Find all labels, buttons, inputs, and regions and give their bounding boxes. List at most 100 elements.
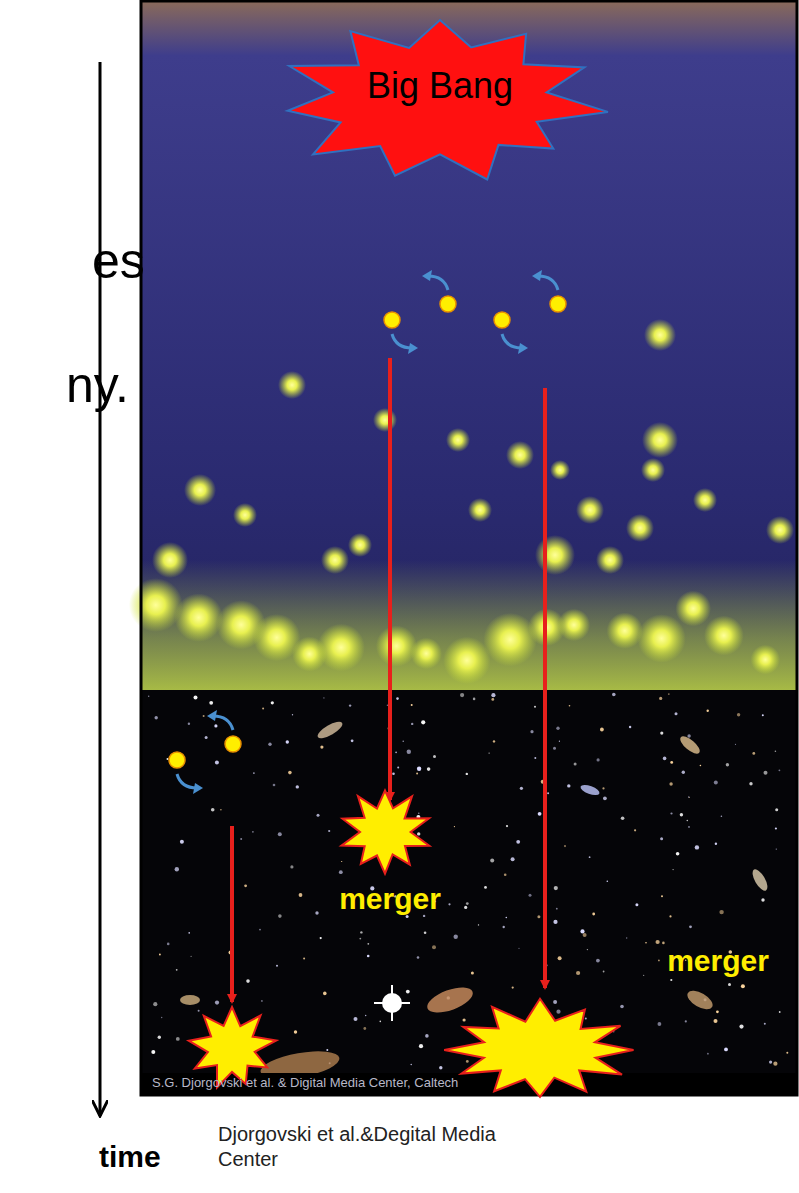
star: [658, 960, 660, 962]
axis-label: time: [99, 1140, 161, 1174]
inspiral-arrow: [230, 826, 234, 1002]
star: [626, 937, 627, 938]
protogalaxy: [642, 422, 678, 458]
star: [360, 931, 362, 933]
star: [153, 1002, 157, 1006]
star: [484, 886, 487, 889]
star: [661, 895, 663, 897]
protogalaxy: [693, 488, 717, 512]
star: [685, 1020, 687, 1022]
star: [268, 743, 271, 746]
star: [576, 971, 580, 975]
star: [491, 693, 495, 697]
star: [629, 726, 631, 728]
star: [656, 940, 660, 944]
orbit-arrowhead: [532, 270, 542, 281]
star: [707, 1053, 709, 1055]
star: [262, 708, 264, 710]
star: [506, 825, 508, 827]
star: [680, 813, 683, 816]
panel-border: [141, 1, 797, 1095]
galaxy: [180, 995, 200, 1005]
star: [716, 1010, 719, 1013]
burst: [288, 20, 608, 179]
star: [303, 957, 305, 959]
cut-off-text: es: [92, 232, 145, 290]
star: [567, 784, 570, 787]
node-label: merger: [339, 882, 441, 915]
star: [721, 815, 723, 817]
star: [175, 867, 179, 871]
star: [715, 843, 717, 845]
star: [600, 728, 604, 732]
star: [670, 979, 672, 981]
star: [724, 1048, 728, 1052]
star: [670, 761, 673, 764]
protogalaxy: [317, 624, 365, 672]
star: [351, 739, 354, 742]
protogalaxy: [626, 514, 654, 542]
star: [569, 705, 571, 707]
star: [559, 741, 560, 742]
orbit-arrowhead: [518, 343, 528, 354]
protogalaxy: [644, 319, 676, 351]
star: [676, 852, 680, 856]
star: [341, 861, 342, 862]
source-credit: Djorgovski et al.&Degital Media Center: [218, 1122, 548, 1172]
star: [259, 929, 261, 931]
galaxy: [684, 987, 715, 1013]
protogalaxy: [129, 578, 183, 632]
star: [682, 771, 685, 774]
star: [556, 908, 558, 910]
star: [786, 1052, 788, 1054]
burst: [341, 791, 429, 874]
protogalaxy: [373, 408, 397, 432]
star: [315, 911, 318, 914]
protogalaxy: [174, 593, 222, 641]
star: [556, 1010, 560, 1014]
galaxy: [750, 867, 771, 893]
protogalaxy: [637, 614, 685, 662]
star: [635, 903, 638, 906]
protogalaxy: [558, 609, 590, 641]
protogalaxy: [751, 645, 781, 675]
star: [367, 955, 370, 958]
galaxy: [678, 733, 703, 756]
star: [416, 772, 418, 774]
star-dot: [550, 296, 566, 312]
star: [427, 767, 431, 771]
inspiral-arrow: [543, 388, 547, 988]
star: [424, 932, 427, 935]
star: [203, 715, 205, 717]
star: [209, 701, 213, 705]
protogalaxy: [576, 496, 604, 524]
star: [688, 796, 690, 798]
star: [240, 838, 242, 840]
star: [762, 714, 764, 716]
star: [675, 712, 678, 715]
star: [290, 865, 293, 868]
star: [276, 965, 278, 967]
star: [687, 734, 690, 737]
star: [180, 840, 184, 844]
star: [158, 1036, 161, 1039]
protogalaxy: [321, 546, 349, 574]
star: [215, 760, 219, 764]
star: [407, 750, 411, 754]
star: [464, 906, 467, 909]
star: [397, 767, 399, 769]
protogalaxy: [184, 474, 216, 506]
star: [689, 925, 692, 928]
star: [621, 817, 625, 821]
big-bang-burst: Big Bang: [268, 14, 612, 186]
deep-field: [141, 690, 797, 1095]
star: [417, 767, 421, 771]
star: [454, 826, 455, 827]
orbit-arrowhead: [207, 710, 217, 721]
star: [363, 1027, 366, 1030]
star: [553, 747, 556, 750]
star: [286, 740, 289, 743]
star: [463, 1018, 466, 1021]
star: [395, 751, 397, 753]
star: [714, 1019, 718, 1023]
